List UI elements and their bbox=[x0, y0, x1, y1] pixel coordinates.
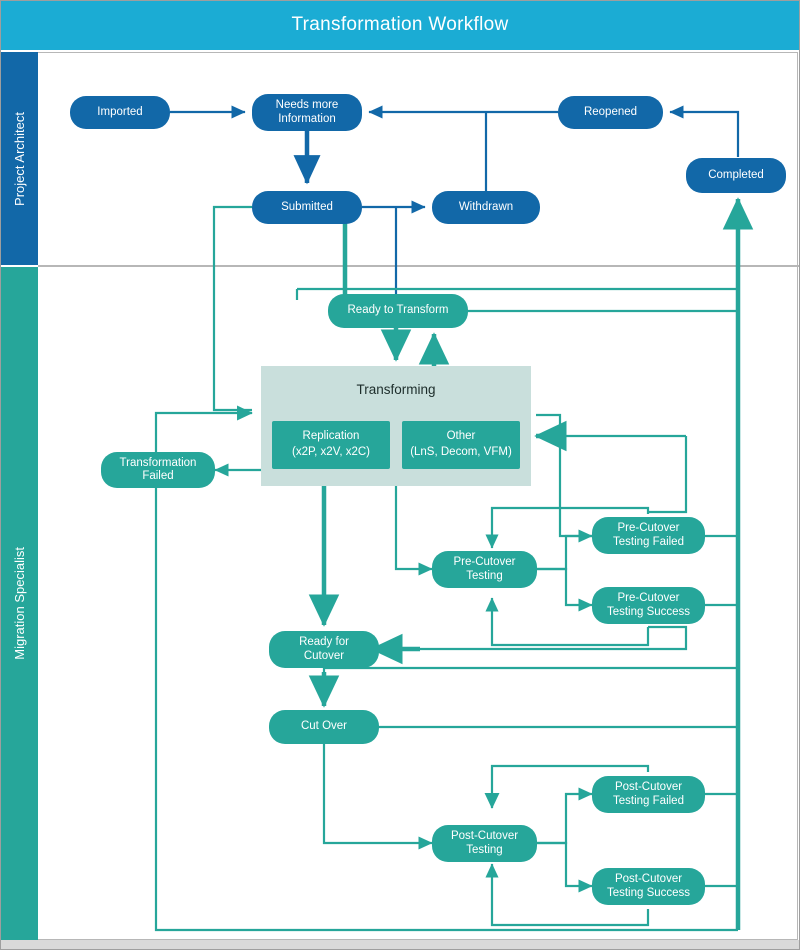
header-bar: Transformation Workflow bbox=[0, 0, 800, 50]
node-replication[interactable]: Replication (x2P, x2V, x2C) bbox=[272, 421, 390, 469]
edge-pre-cutover-testing-to-failed bbox=[537, 529, 593, 571]
edge-right-return-riser bbox=[648, 436, 688, 514]
node-imported[interactable]: Imported bbox=[70, 96, 170, 129]
edge-post-cutover-testing-to-success bbox=[537, 841, 593, 893]
node-needs-more-information-label-line2: Information bbox=[278, 112, 336, 125]
node-post-cutover-testing-label-line1: Post-Cutover bbox=[450, 830, 519, 843]
node-pre-cutover-testing-failed-label-line1: Pre-Cutover bbox=[617, 522, 680, 535]
node-pre-cutover-testing-success-label-line1: Pre-Cutover bbox=[617, 592, 680, 605]
edge-transforming-to-pre-cutover-testing bbox=[394, 486, 433, 576]
edge-submitted-left-rail-to-transforming bbox=[212, 205, 252, 412]
node-completed[interactable]: Completed bbox=[686, 158, 786, 193]
bottom-strip bbox=[0, 940, 800, 950]
edge-pre-cutover-testing-to-success bbox=[537, 567, 593, 612]
swimlane-migration-specialist: Migration Specialist bbox=[0, 267, 38, 940]
node-submitted-label: Submitted bbox=[281, 200, 333, 213]
node-post-cutover-testing-failed[interactable]: Post-Cutover Testing Failed bbox=[592, 776, 705, 813]
node-pre-cutover-testing-label-line2: Testing bbox=[466, 569, 503, 582]
node-imported-label: Imported bbox=[97, 105, 143, 118]
lane-divider bbox=[38, 265, 800, 267]
edge-completed-to-reopened bbox=[669, 105, 740, 157]
node-pre-cutover-testing-label-line1: Pre-Cutover bbox=[453, 556, 516, 569]
node-other-label-line2: (LnS, Decom, VFM) bbox=[410, 446, 512, 458]
edge-post-cutover-testing-success-loop bbox=[485, 863, 650, 927]
node-transformation-failed-label-line1: Transformation bbox=[119, 456, 197, 469]
node-needs-more-information[interactable]: Needs more Information bbox=[252, 94, 362, 131]
node-cut-over[interactable]: Cut Over bbox=[269, 710, 379, 744]
node-pre-cutover-testing-failed[interactable]: Pre-Cutover Testing Failed bbox=[592, 517, 705, 554]
node-other[interactable]: Other (LnS, Decom, VFM) bbox=[402, 421, 520, 469]
edge-post-cutover-testing-to-failed bbox=[537, 787, 593, 845]
node-other-label-line1: Other bbox=[446, 430, 476, 443]
node-pre-cutover-testing-success-label-line2: Testing Success bbox=[606, 605, 691, 618]
swimlane-project-architect: Project Architect bbox=[0, 52, 38, 265]
node-transformation-failed[interactable]: Transformation Failed bbox=[101, 452, 215, 488]
node-withdrawn[interactable]: Withdrawn bbox=[432, 191, 540, 224]
node-pre-cutover-testing-failed-label-line2: Testing Failed bbox=[613, 535, 684, 548]
node-replication-label-line1: Replication bbox=[302, 430, 360, 443]
node-reopened-label: Reopened bbox=[583, 105, 638, 118]
edge-post-cutover-testing-failed-loop bbox=[484, 764, 650, 809]
node-withdrawn-label: Withdrawn bbox=[458, 200, 514, 213]
transforming-group-title: Transforming bbox=[356, 381, 436, 397]
node-pre-cutover-testing[interactable]: Pre-Cutover Testing bbox=[432, 551, 537, 588]
edge-pre-cutover-testing-success-to-ready-for-cutover bbox=[384, 625, 688, 656]
node-post-cutover-testing-success[interactable]: Post-Cutover Testing Success bbox=[592, 868, 705, 905]
node-post-cutover-testing-success-label-line1: Post-Cutover bbox=[614, 873, 683, 886]
page-title: Transformation Workflow bbox=[291, 14, 509, 35]
node-post-cutover-testing[interactable]: Post-Cutover Testing bbox=[432, 825, 537, 862]
node-post-cutover-testing-success-label-line2: Testing Success bbox=[606, 886, 691, 899]
edge-pre-cutover-failed-to-transforming bbox=[536, 413, 592, 538]
node-pre-cutover-testing-success[interactable]: Pre-Cutover Testing Success bbox=[592, 587, 705, 624]
edge-pre-cutover-testing-success-loop bbox=[485, 597, 650, 647]
node-reopened[interactable]: Reopened bbox=[558, 96, 663, 129]
node-ready-to-transform-label: Ready to Transform bbox=[347, 304, 449, 317]
node-post-cutover-testing-label-line2: Testing bbox=[466, 843, 503, 856]
node-needs-more-information-label-line1: Needs more bbox=[275, 99, 339, 112]
edge-cut-over-to-post-cutover-testing bbox=[322, 744, 433, 850]
edge-transformation-failed-to-transforming bbox=[154, 405, 253, 453]
node-replication-label-line2: (x2P, x2V, x2C) bbox=[292, 446, 370, 458]
node-ready-for-cutover-label-line1: Ready for bbox=[299, 636, 349, 649]
node-ready-for-cutover-label-line2: Cutover bbox=[303, 649, 345, 662]
node-completed-label: Completed bbox=[708, 168, 764, 181]
node-transformation-failed-label-line2: Failed bbox=[142, 470, 174, 482]
node-ready-for-cutover[interactable]: Ready for Cutover bbox=[269, 631, 379, 668]
node-submitted[interactable]: Submitted bbox=[252, 191, 362, 224]
node-ready-to-transform[interactable]: Ready to Transform bbox=[328, 294, 468, 328]
node-post-cutover-testing-failed-label-line1: Post-Cutover bbox=[614, 781, 683, 794]
node-post-cutover-testing-failed-label-line2: Testing Failed bbox=[613, 794, 684, 807]
edge-transformation-failed-bottom-rail bbox=[154, 487, 738, 932]
node-cut-over-label: Cut Over bbox=[300, 720, 347, 733]
